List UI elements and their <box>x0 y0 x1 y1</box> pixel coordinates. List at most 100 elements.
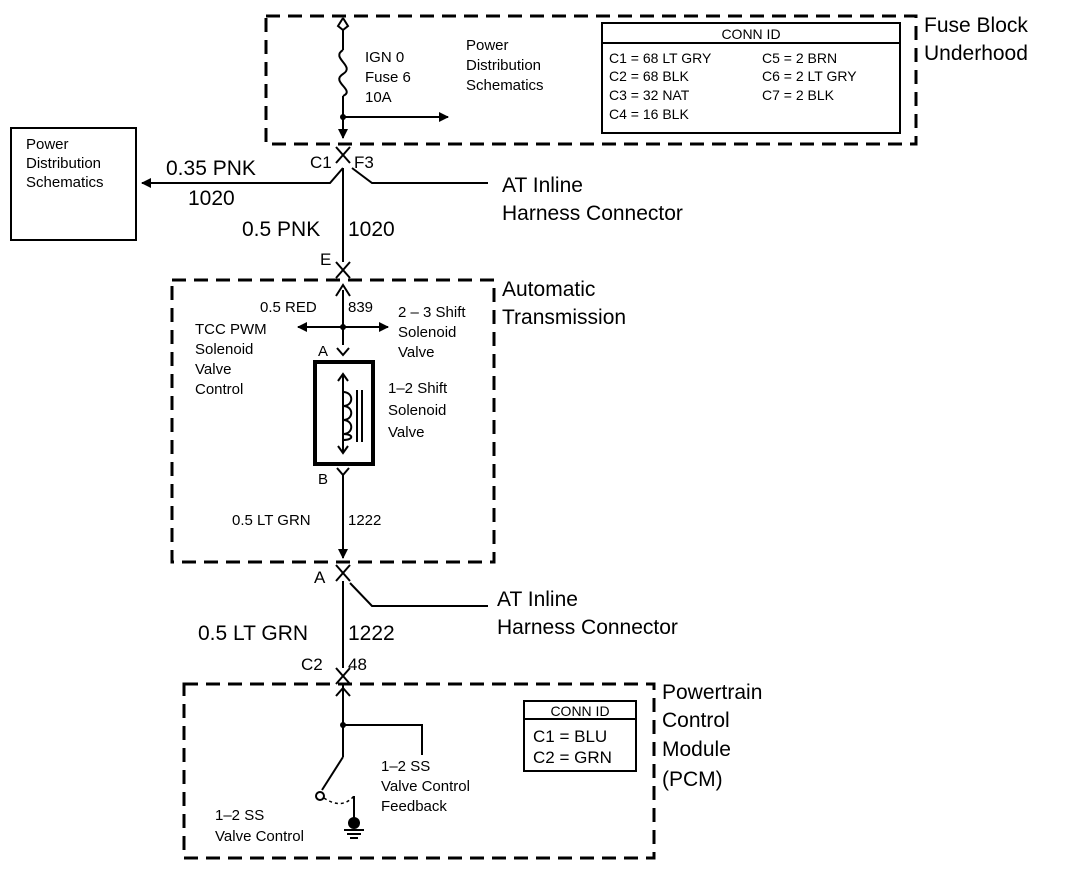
solenoid-pin-b: B <box>318 471 328 488</box>
inline-2-pin: A <box>314 568 326 587</box>
wire-0-35-pnk <box>141 167 344 188</box>
fuse-conn-id-table: CONN ID C1 = 68 LT GRY C2 = 68 BLK C3 = … <box>601 22 901 134</box>
shift12-label-3: Valve <box>388 424 424 441</box>
wire-bottom-circuit: 1222 <box>348 622 395 645</box>
pcm-conn-id-c1: C1 = BLU <box>533 727 607 746</box>
solenoid-inner-arrow-up <box>337 372 349 382</box>
conn-id-box <box>601 22 901 134</box>
pcm-label-3: Module <box>662 738 731 761</box>
fuse-block-boundary <box>264 14 918 146</box>
pin-f3-label: F3 <box>354 153 374 172</box>
solenoid-connector-a <box>336 347 350 357</box>
pcm-label-2: Control <box>662 709 730 732</box>
pds-box-frame <box>10 127 137 241</box>
solenoid-connector-b <box>336 467 350 477</box>
tcc-label-1: TCC PWM <box>195 321 267 338</box>
transmission-label-1: Automatic <box>502 278 595 301</box>
connector-a-lower <box>335 571 351 582</box>
fuse-block-underhood: Fuse Block Underhood IGN 0 Fuse 6 10A Po… <box>264 14 1028 146</box>
pcm-conn-id-c2: C2 = GRN <box>533 748 612 767</box>
conn-id-title: CONN ID <box>721 26 780 42</box>
connector-c1-f3-lower <box>335 153 351 164</box>
pin-48-label: 48 <box>348 655 367 674</box>
pcm-conn-id-box <box>523 700 637 772</box>
pds-box-line-3: Schematics <box>26 174 104 191</box>
pcm-label-1: Powertrain <box>662 681 762 704</box>
inline-1-label-2: Harness Connector <box>502 202 683 225</box>
tcc-label-2: Solenoid <box>195 341 253 358</box>
wire-bottom-gauge: 0.5 LT GRN <box>198 622 308 645</box>
wire-red-circuit: 839 <box>348 299 373 316</box>
shift23-label-2: Solenoid <box>398 324 456 341</box>
solenoid-inner-arrow-down <box>337 445 349 455</box>
tcc-label-4: Control <box>195 381 243 398</box>
ground-node <box>348 817 360 829</box>
conn-id-c7: C7 = 2 BLK <box>762 87 835 103</box>
pcm-input-arrow <box>335 686 351 697</box>
wire-grn-gauge: 0.5 LT GRN <box>232 512 311 529</box>
shift23-label-1: 2 – 3 Shift <box>398 304 466 321</box>
conn-id-c5: C5 = 2 BRN <box>762 50 837 66</box>
shift12-label-1: 1–2 Shift <box>388 380 448 397</box>
feedback-label-1: 1–2 SS <box>381 758 430 775</box>
pcm-conn-id-title: CONN ID <box>550 703 609 719</box>
wire-down-gauge: 0.5 PNK <box>242 218 320 241</box>
wire-left-circuit: 1020 <box>188 187 235 210</box>
fuse-label-3: 10A <box>365 89 392 106</box>
inline-2-leader <box>349 582 488 607</box>
conn-id-c3: C3 = 32 NAT <box>609 87 690 103</box>
automatic-transmission: Automatic Transmission 0.5 RED 839 2 – 3… <box>170 278 626 564</box>
power-distribution-box: Power Distribution Schematics <box>10 127 137 241</box>
inline-1-label-1: AT Inline <box>502 174 583 197</box>
fuse-label-1: IGN 0 <box>365 49 404 66</box>
pcm-label-4: (PCM) <box>662 768 723 791</box>
inline-2-label-2: Harness Connector <box>497 616 678 639</box>
wire-grn-circuit: 1222 <box>348 512 381 529</box>
pds-box-line-1: Power <box>26 136 69 153</box>
inline-1-pin: E <box>320 250 331 269</box>
inline-2-label-1: AT Inline <box>497 588 578 611</box>
wire-down-circuit: 1020 <box>348 218 395 241</box>
wire-red-gauge: 0.5 RED <box>260 299 317 316</box>
transmission-label-2: Transmission <box>502 306 626 329</box>
fuse-block-label-2: Underhood <box>924 42 1028 65</box>
pcm-boundary <box>182 682 656 860</box>
solenoid-coil-icon <box>342 391 353 441</box>
fuse-block-label-1: Fuse Block <box>924 14 1028 37</box>
control-label-2: Valve Control <box>215 828 304 845</box>
pcm-conn-id-table: CONN ID C1 = BLU C2 = GRN <box>523 700 637 772</box>
switch-blade <box>321 756 344 791</box>
solenoid-pin-a: A <box>318 343 328 360</box>
conn-id-c1: C1 = 68 LT GRY <box>609 50 712 66</box>
feedback-wire <box>343 724 423 755</box>
pds-label-3: Schematics <box>466 77 544 94</box>
shift12-solenoid-body <box>313 360 375 466</box>
control-label-1: 1–2 SS <box>215 807 264 824</box>
pds-box-line-2: Distribution <box>26 155 101 172</box>
switch-pivot <box>315 791 325 801</box>
inline-1-leader <box>351 167 488 184</box>
pds-label-2: Distribution <box>466 57 541 74</box>
conn-id-c2: C2 = 68 BLK <box>609 68 689 84</box>
feedback-label-2: Valve Control <box>381 778 470 795</box>
transmission-boundary <box>170 278 496 564</box>
pin-c2-label: C2 <box>301 655 323 674</box>
connector-e-lower <box>335 268 351 279</box>
wire-red-top-arrow <box>335 283 351 297</box>
tcc-label-3: Valve <box>195 361 231 378</box>
fuse-top-terminal <box>336 17 350 32</box>
switch-dashed-link <box>323 795 355 805</box>
conn-id-c6: C6 = 2 LT GRY <box>762 68 857 84</box>
shift12-label-2: Solenoid <box>388 402 446 419</box>
pin-c1-label: C1 <box>310 153 332 172</box>
fuse-label-2: Fuse 6 <box>365 69 411 86</box>
wire-left-gauge: 0.35 PNK <box>166 157 256 180</box>
connector-c2-48-lower <box>335 674 351 685</box>
fuse-icon <box>338 49 348 97</box>
pds-label-1: Power <box>466 37 509 54</box>
conn-id-c4: C4 = 16 BLK <box>609 106 689 122</box>
feedback-label-3: Feedback <box>381 798 447 815</box>
powertrain-control-module: Powertrain Control Module (PCM) 1–2 SS V… <box>182 681 762 860</box>
shift23-label-3: Valve <box>398 344 434 361</box>
